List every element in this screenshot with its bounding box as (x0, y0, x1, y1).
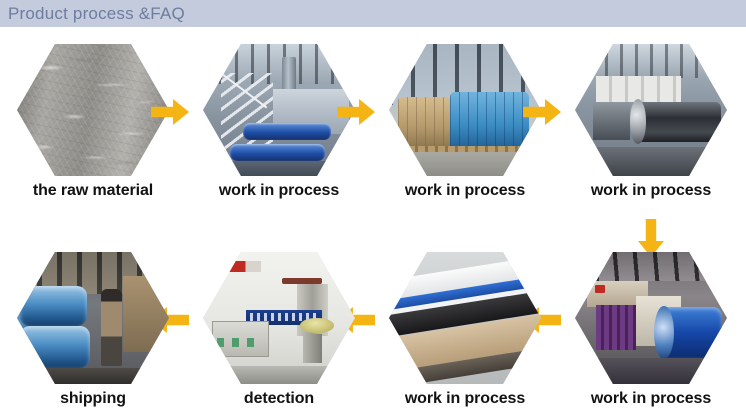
step-4-label: work in process (590, 182, 712, 199)
hexagon-photo-cylinder-machine (575, 44, 727, 176)
gear-assembly (593, 103, 630, 141)
stand (303, 333, 322, 363)
hexagon-frame (575, 252, 727, 384)
hexagon-frame (203, 44, 355, 176)
button-row (216, 337, 263, 348)
hexagon-frame (17, 252, 169, 384)
blue-drum-photo (575, 252, 727, 384)
process-step-6[interactable]: work in process (372, 252, 558, 408)
process-step-5[interactable]: work in process (558, 252, 744, 408)
process-step-1[interactable]: the raw material (0, 44, 186, 200)
dark-cylinder (635, 102, 721, 142)
step-6-label: work in process (404, 390, 526, 407)
stacked-boxes (596, 75, 682, 103)
step-1-label: the raw material (32, 182, 154, 199)
lab-detection-photo (203, 252, 355, 384)
hexagon-photo-lab-detection (203, 252, 355, 384)
brand-logo (227, 261, 261, 272)
blue-rolls (449, 91, 529, 150)
table-surface (203, 365, 355, 384)
hexagon-photo-blue-drum (575, 252, 727, 384)
hexagon-frame (389, 252, 541, 384)
blue-roller (242, 123, 331, 141)
purple-machine (596, 304, 636, 350)
page-title: Product process &FAQ (8, 4, 185, 23)
hexagon-photo-layered-fabric (389, 252, 541, 384)
process-step-7[interactable]: detection (186, 252, 372, 408)
blue-roll (20, 286, 87, 326)
process-step-3[interactable]: work in process (372, 44, 558, 200)
shipping-photo (17, 252, 169, 384)
hexagon-frame (575, 44, 727, 176)
header-bar: Product process &FAQ (0, 0, 746, 27)
process-step-8[interactable]: shipping (0, 252, 186, 408)
process-step-2[interactable]: work in process (186, 44, 372, 200)
stairs (221, 73, 273, 155)
stacked-goods (123, 275, 169, 353)
production-line-photo (203, 44, 355, 176)
worker (100, 288, 122, 366)
pallet (398, 145, 529, 153)
cylinder-end-face (629, 99, 647, 145)
hexagon-photo-production-line (203, 44, 355, 176)
step-3-label: work in process (404, 182, 526, 199)
layered-fabric-photo (389, 252, 541, 384)
warehouse-floor (17, 368, 169, 384)
hexagon-frame (17, 44, 169, 176)
machine-base (203, 161, 355, 176)
blue-roller (230, 144, 325, 162)
cylinder-machine-photo (575, 44, 727, 176)
hexagon-frame (389, 44, 541, 176)
red-sign (594, 285, 606, 293)
step-8-label: shipping (60, 390, 126, 407)
hexagon-photo-raw-material (17, 44, 169, 176)
sample-dish (300, 318, 334, 333)
hexagon-photo-fabric-rolls (389, 44, 541, 176)
workshop-floor (575, 357, 727, 384)
hexagon-frame (203, 252, 355, 384)
factory-roof (575, 252, 727, 282)
blue-roll (20, 325, 90, 369)
factory-roof (575, 44, 727, 79)
step-2-label: work in process (218, 182, 340, 199)
workshop-floor (575, 146, 727, 176)
process-step-4[interactable]: work in process (558, 44, 744, 200)
hexagon-photo-shipping (17, 252, 169, 384)
step-5-label: work in process (590, 390, 712, 407)
step-7-label: detection (243, 390, 315, 407)
raw-material-photo (17, 44, 169, 176)
fabric-rolls-photo (389, 44, 541, 176)
test-arm (282, 278, 322, 284)
drum-end-face (654, 306, 674, 359)
tan-rolls (398, 96, 450, 147)
